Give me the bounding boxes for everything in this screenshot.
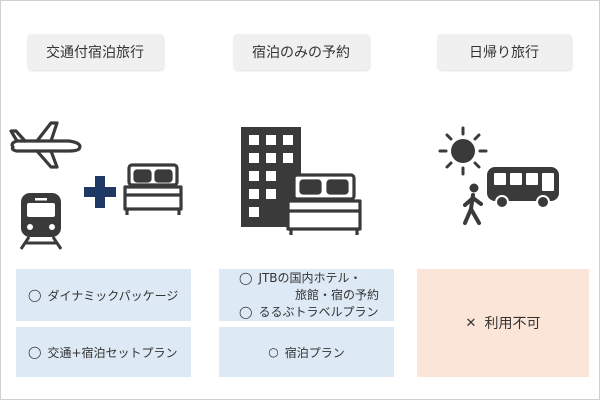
available-mark: ◯	[239, 270, 253, 285]
bed-icon	[123, 163, 183, 215]
option-row: ◯ JTBの国内ホテル・	[239, 270, 362, 287]
available-mark: ◯	[28, 288, 42, 302]
unavailable-pane: ✕ 利用不可	[417, 269, 589, 377]
plus-icon	[84, 176, 116, 208]
option-label: 宿泊プラン	[284, 345, 345, 360]
column-title-day-trip: 日帰り旅行	[437, 34, 571, 70]
option-label-continued: 旅館・宿の予約	[295, 287, 380, 302]
unavailable-label: 利用不可	[484, 316, 541, 332]
walking-person-icon	[463, 183, 483, 225]
sun-icon	[438, 126, 488, 176]
option-pane: ○ 宿泊プラン	[219, 327, 394, 377]
column-title-transport-lodging: 交通付宿泊旅行	[27, 34, 163, 70]
option-pane: ◯ ダイナミックパッケージ	[16, 269, 191, 321]
column-title-lodging-only: 宿泊のみの予約	[233, 34, 369, 70]
unavailable-mark: ✕	[465, 315, 477, 331]
bed-icon	[286, 173, 362, 235]
option-pane: ◯ 交通+宿泊セットプラン	[16, 327, 191, 377]
option-label: ダイナミックパッケージ	[47, 288, 179, 303]
available-mark: ◯	[239, 304, 253, 319]
available-mark: ◯	[28, 345, 42, 359]
option-label: 交通+宿泊セットプラン	[47, 345, 178, 360]
option-label: JTBの国内ホテル・	[258, 270, 362, 285]
train-icon	[19, 193, 63, 250]
option-label: るるぶトラベルプラン	[258, 304, 379, 319]
available-mark: ○	[268, 345, 279, 359]
airplane-icon	[9, 121, 82, 169]
bus-icon	[487, 167, 559, 209]
option-pane: ◯ JTBの国内ホテル・ 旅館・宿の予約 ◯ るるぶトラベルプラン	[219, 269, 394, 321]
option-row: ◯ るるぶトラベルプラン	[239, 304, 378, 321]
